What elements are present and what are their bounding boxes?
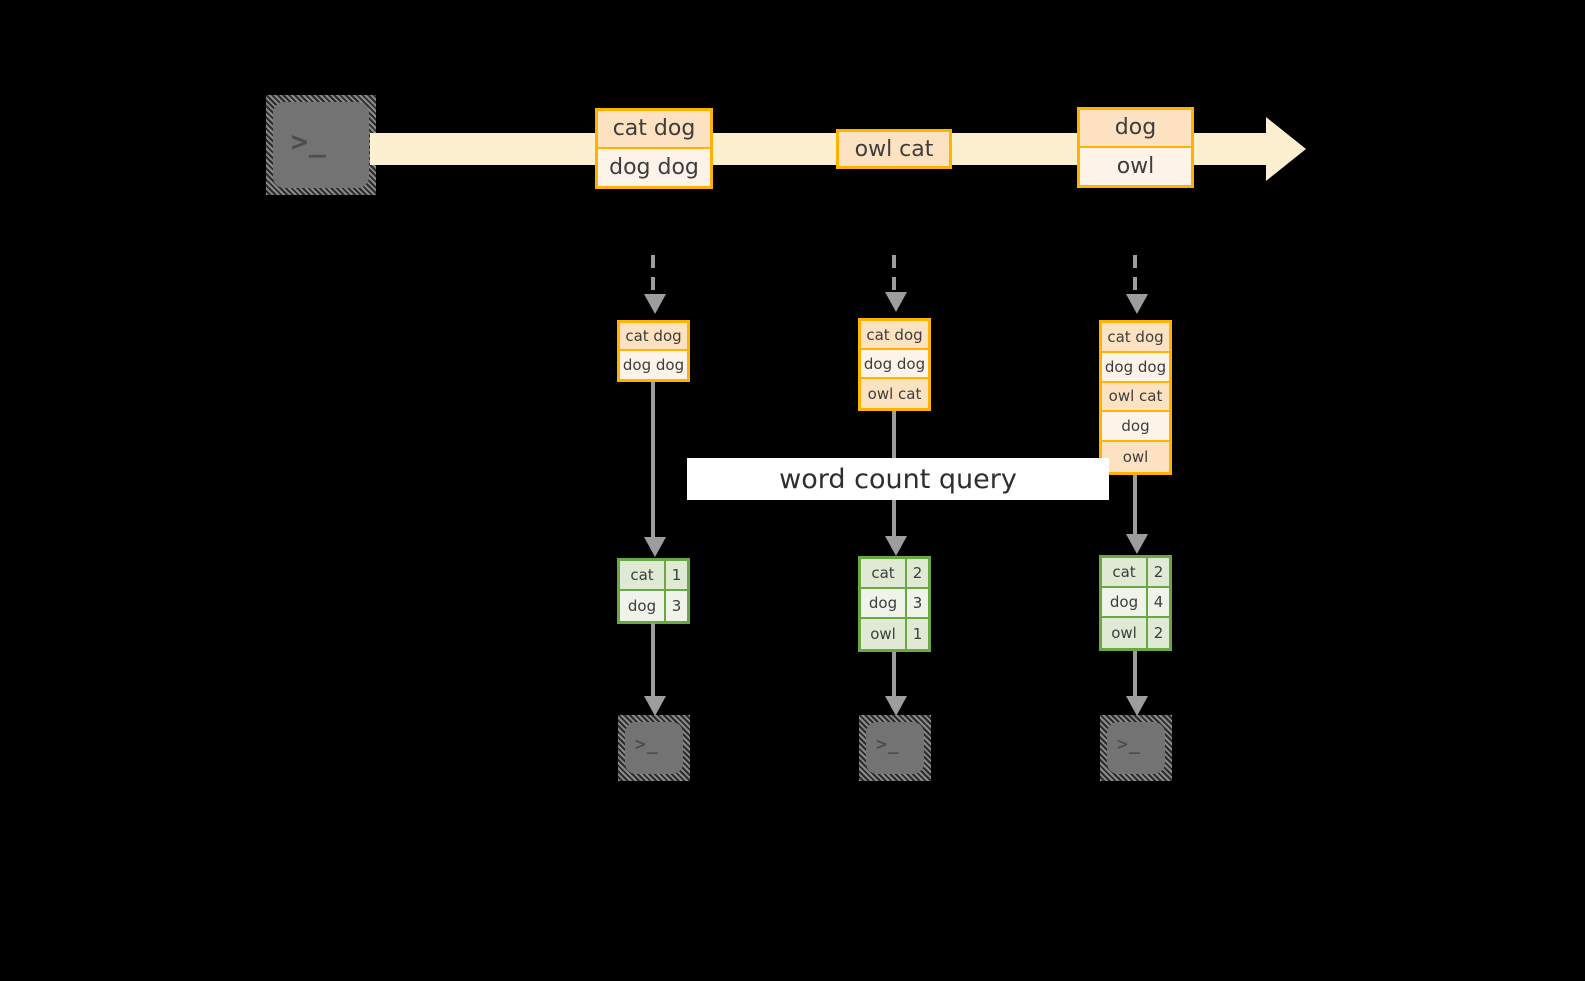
result-word: cat [861,559,907,587]
query-label: word count query [779,463,1017,495]
batch-input-line: owl [1102,442,1169,472]
result-count: 4 [1153,593,1164,611]
terminal-prompt-icon: >_ [1117,734,1141,755]
batch-3-to-result-line [1133,475,1137,539]
batch-input-line: cat dog [620,323,687,352]
batch-1-sink-terminal: >_ [618,715,690,781]
source-terminal: >_ [266,95,376,195]
result-word: owl [861,619,907,649]
batch-3-to-sink-line [1133,651,1137,702]
batch-1-to-sink-arrowhead-icon [644,696,666,716]
batch-3-to-sink-arrowhead-icon [1126,696,1148,716]
table-row: dog 4 [1102,588,1169,618]
query-label-band: word count query [687,458,1109,500]
batch-2-input-box: cat dog dog dog owl cat [858,318,931,411]
stream-group-2: owl cat [836,129,952,169]
result-count: 1 [671,566,682,584]
batch-2-sink-terminal: >_ [859,715,931,781]
batch-input-line: cat dog [1102,323,1169,353]
result-count: 3 [912,594,923,612]
result-count: 2 [912,564,923,582]
stream-group-1: cat dog dog dog [595,108,713,189]
result-word: cat [1102,558,1148,586]
batch-1-to-result-arrowhead-icon [644,537,666,557]
terminal-prompt-icon: >_ [291,125,327,158]
result-word: dog [1102,588,1148,616]
stream-line: owl [1080,147,1191,185]
batch-1-trigger-arrowhead-icon [644,294,666,314]
batch-input-line: owl cat [1102,382,1169,413]
stream-line: dog dog [598,148,710,186]
result-count: 1 [912,625,923,643]
batch-3-trigger-line [1133,255,1137,298]
stream-line: owl cat [839,132,949,166]
table-row: cat 2 [1102,558,1169,588]
table-row: owl 2 [1102,618,1169,648]
result-word: cat [620,561,666,589]
result-count: 2 [1153,563,1164,581]
result-word: dog [620,591,666,621]
batch-3-input-box: cat dog dog dog owl cat dog owl [1099,320,1172,475]
batch-input-line: dog dog [1102,352,1169,383]
batch-2-result-table: cat 2 dog 3 owl 1 [858,556,931,652]
terminal-prompt-icon: >_ [635,734,659,755]
batch-1-to-result-line [651,382,655,542]
batch-3-to-result-arrowhead-icon [1126,534,1148,554]
batch-1-trigger-line [651,255,655,298]
sink-terminal-screen: >_ [625,722,683,774]
result-count: 2 [1153,624,1164,642]
batch-input-line: dog [1102,412,1169,443]
stream-group-3: dog owl [1077,107,1194,188]
table-row: cat 1 [620,561,687,591]
batch-1-result-table: cat 1 dog 3 [617,558,690,624]
batch-input-line: cat dog [861,321,928,351]
terminal-prompt-icon: >_ [876,734,900,755]
batch-1-input-box: cat dog dog dog [617,320,690,382]
result-word: owl [1102,618,1148,648]
batch-2-to-result-arrowhead-icon [885,536,907,556]
batch-input-line: dog dog [861,350,928,380]
stream-line: dog [1080,110,1191,148]
stream-line: cat dog [598,111,710,149]
table-row: cat 2 [861,559,928,589]
sink-terminal-screen: >_ [1107,722,1165,774]
stream-arrowhead-icon [1266,117,1306,181]
table-row: owl 1 [861,619,928,649]
batch-3-sink-terminal: >_ [1100,715,1172,781]
sink-terminal-screen: >_ [866,722,924,774]
batch-2-to-sink-arrowhead-icon [885,696,907,716]
result-word: dog [861,589,907,617]
batch-input-line: owl cat [861,379,928,408]
table-row: dog 3 [861,589,928,619]
batch-3-trigger-arrowhead-icon [1126,294,1148,314]
batch-input-line: dog dog [620,351,687,379]
batch-3-result-table: cat 2 dog 4 owl 2 [1099,555,1172,651]
batch-1-to-sink-line [651,623,655,701]
batch-2-trigger-line [892,255,896,296]
batch-2-to-sink-line [892,652,896,702]
batch-2-trigger-arrowhead-icon [885,292,907,312]
table-row: dog 3 [620,591,687,621]
result-count: 3 [671,597,682,615]
source-terminal-screen: >_ [273,102,369,188]
